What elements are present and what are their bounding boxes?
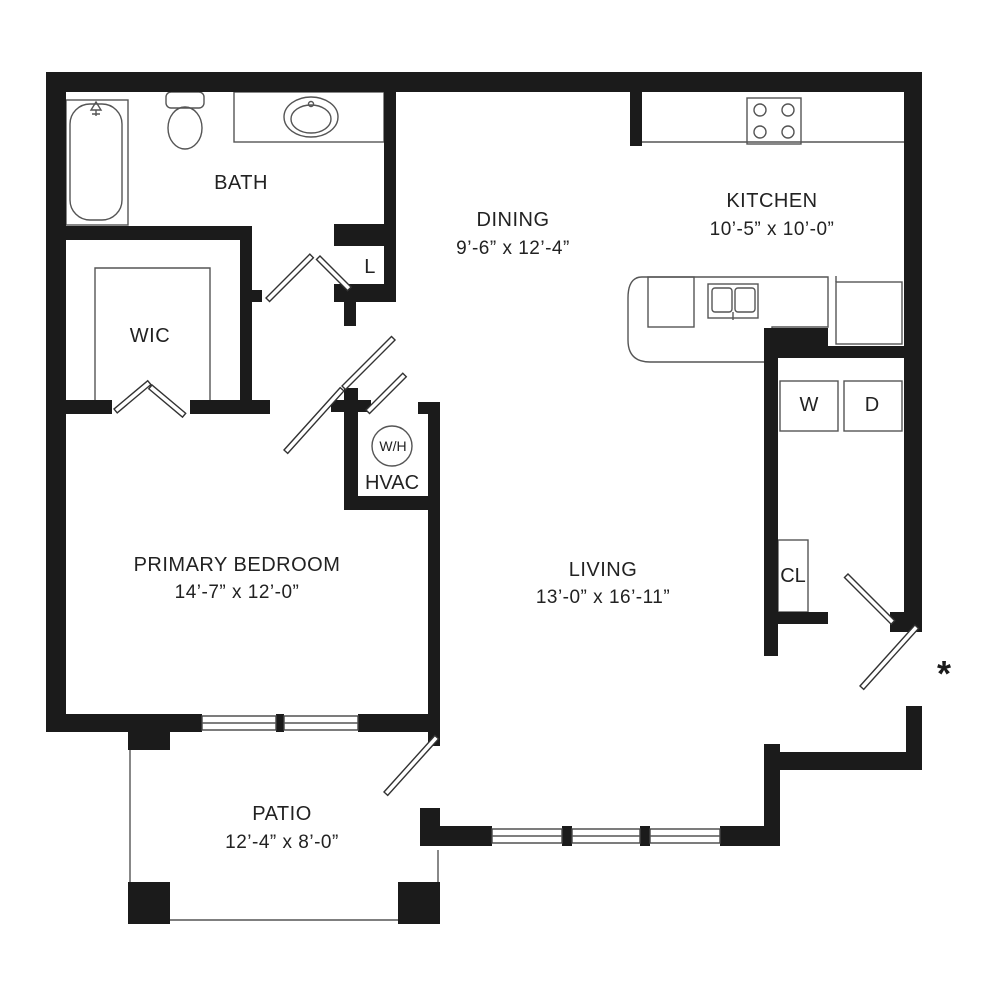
water-heater-label: W/H	[379, 438, 406, 454]
living-dims: 13’-0” x 16’-11”	[536, 587, 670, 608]
hvac-label: HVAC	[365, 472, 419, 494]
dining-dims: 9’-6” x 12’-4”	[456, 238, 570, 259]
kitchen-counter	[639, 92, 905, 143]
bath-sink-icon	[233, 91, 385, 143]
living-label: LIVING	[569, 559, 638, 581]
dryer-label: D	[865, 394, 879, 416]
stove-icon	[746, 97, 802, 145]
kitchen-sink-icon	[707, 283, 759, 320]
wic-shelf	[94, 267, 211, 402]
washer-icon	[779, 380, 839, 432]
kitchen-island	[627, 276, 903, 363]
doors	[113, 253, 920, 797]
patio-label: PATIO	[252, 803, 312, 825]
washer-label: W	[800, 394, 819, 416]
primary-bedroom-label: PRIMARY BEDROOM	[134, 554, 341, 576]
walls	[46, 72, 922, 924]
kitchen-label: KITCHEN	[726, 190, 817, 212]
closet-label: CL	[780, 565, 806, 587]
kitchen-dims: 10’-5” x 10’-0”	[710, 219, 835, 240]
dryer-icon	[843, 380, 903, 432]
laundry-closet-label: L	[364, 256, 376, 278]
bathtub-icon	[65, 99, 129, 226]
water-heater-icon	[371, 425, 413, 467]
entry-marker-icon: *	[937, 653, 951, 694]
patio-dims: 12’-4” x 8’-0”	[225, 832, 339, 853]
primary-bedroom-dims: 14’-7” x 12’-0”	[175, 582, 300, 603]
bath-label: BATH	[214, 172, 268, 194]
dining-label: DINING	[477, 209, 550, 231]
wic-label: WIC	[130, 325, 170, 347]
toilet-icon	[165, 91, 205, 150]
windows	[201, 715, 721, 844]
